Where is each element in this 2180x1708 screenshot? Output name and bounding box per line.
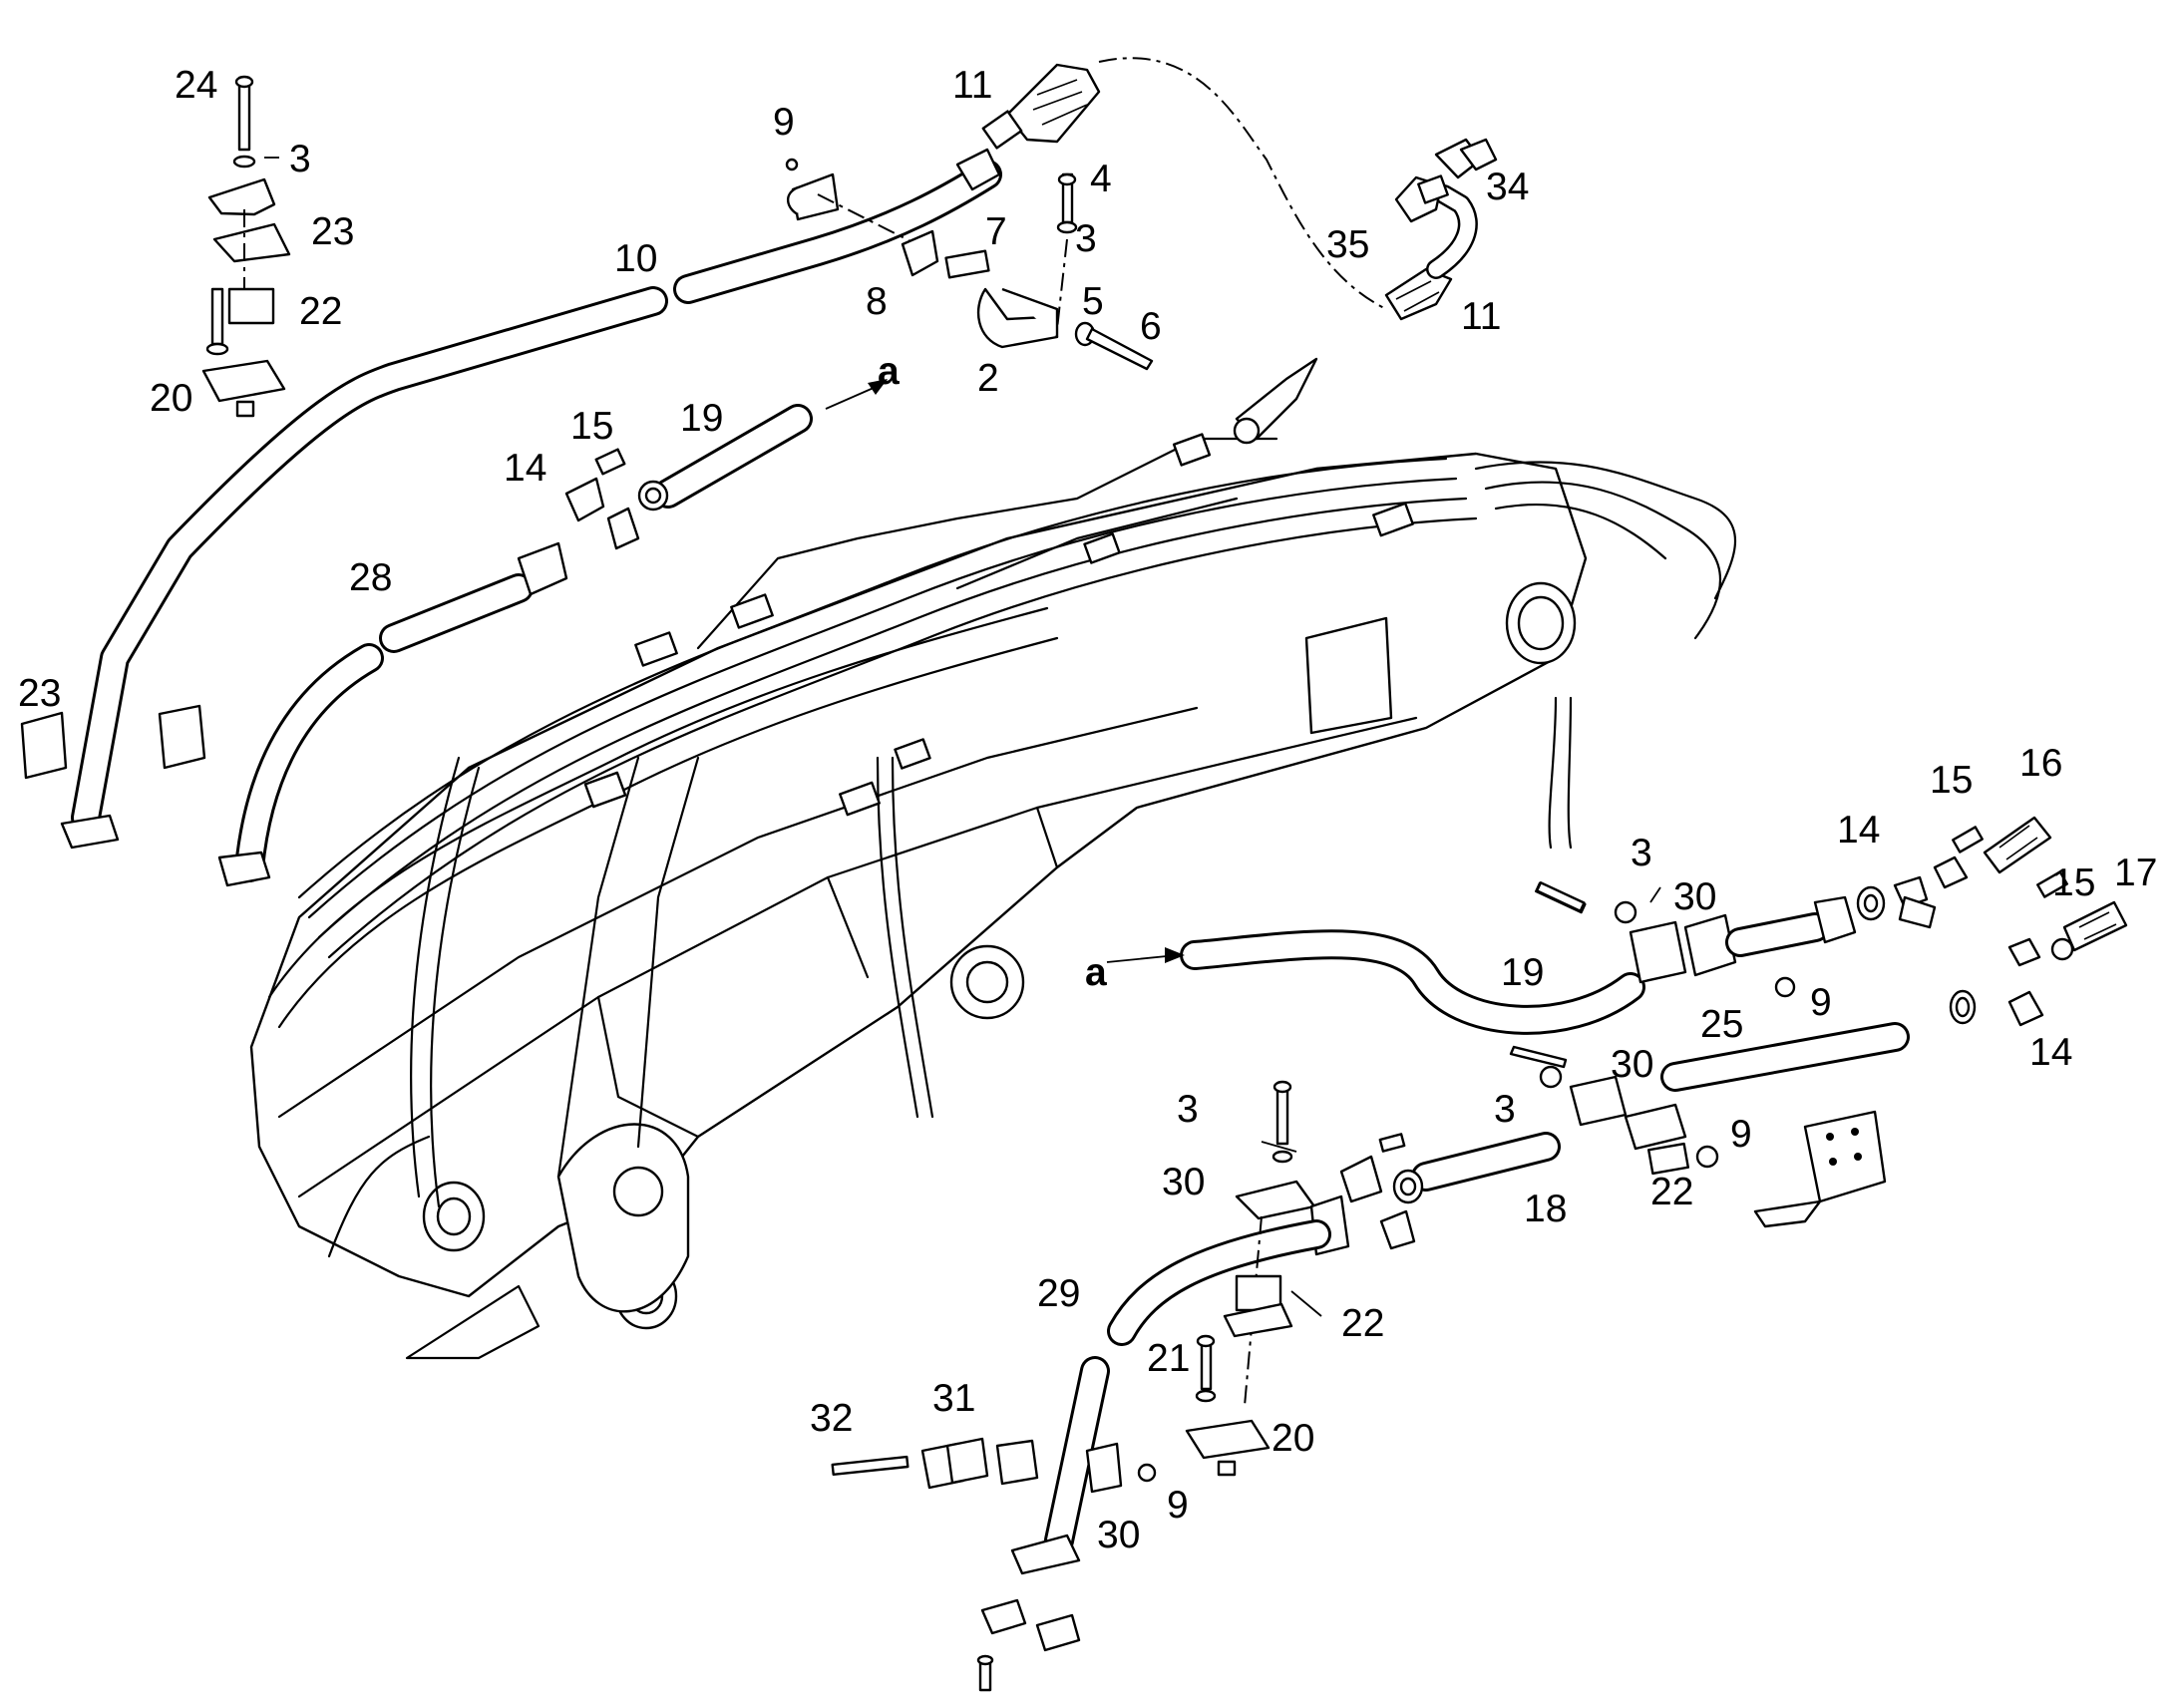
callout-30: 30 [1097, 1514, 1140, 1556]
callout-22: 22 [1650, 1171, 1693, 1213]
callout-5: 5 [1082, 280, 1104, 323]
pipe-29-lower [976, 1356, 1110, 1692]
callout-6: 6 [1140, 305, 1162, 348]
callout-3: 3 [289, 138, 311, 180]
boom-assembly [249, 357, 1736, 1360]
callout-35: 35 [1326, 223, 1369, 266]
callout-8: 8 [866, 280, 888, 323]
callout-14: 14 [2029, 1031, 2072, 1074]
clamp-23-left [20, 704, 206, 780]
callout-labels: 24 3 23 22 20 10 9 11 7 8 4 3 5 6 2 35 3… [18, 64, 2157, 1556]
callout-31: 31 [932, 1377, 975, 1420]
callout-22: 22 [299, 290, 342, 333]
pipe-19-upper [637, 379, 888, 512]
callout-14: 14 [1837, 809, 1880, 852]
callout-15: 15 [2052, 861, 2095, 904]
callout-29: 29 [1037, 1272, 1080, 1315]
callout-3: 3 [1177, 1088, 1199, 1131]
callout-34: 34 [1486, 166, 1529, 208]
hose-11 [981, 57, 1478, 321]
clamp-14-15-upper [564, 448, 640, 550]
callout-4: 4 [1090, 158, 1112, 200]
callout-10: 10 [614, 237, 657, 280]
callout-9: 9 [773, 101, 795, 144]
bracket-group-top-center [785, 158, 1154, 371]
callout-20: 20 [1272, 1417, 1314, 1460]
bolt-3-right [1509, 881, 1628, 1127]
callout-21: 21 [1147, 1337, 1190, 1380]
callout-22: 22 [1341, 1302, 1384, 1345]
callout-7: 7 [985, 210, 1007, 253]
callout-24: 24 [175, 64, 217, 107]
callout-30: 30 [1162, 1161, 1205, 1203]
callout-16: 16 [2019, 742, 2062, 785]
callout-9: 9 [1810, 981, 1832, 1024]
callout-2: 2 [977, 357, 999, 400]
pipe-19-lower [1106, 929, 1645, 1035]
lower-center-stack [1107, 1080, 1416, 1477]
callout-30: 30 [1611, 1043, 1653, 1086]
callout-3: 3 [1075, 217, 1097, 260]
pipe-18 [1392, 1022, 1910, 1228]
callout-17: 17 [2114, 852, 2157, 894]
leader-lines [264, 157, 1661, 1317]
callout-19: 19 [680, 397, 723, 440]
callout-14: 14 [504, 447, 546, 490]
fittings-34-35 [1394, 138, 1498, 223]
fittings-right-17 [1949, 870, 2128, 1027]
callout-15: 15 [1930, 759, 1973, 802]
callout-20: 20 [150, 377, 192, 420]
fittings-upper-right [1535, 816, 2052, 998]
callout-19: 19 [1501, 951, 1544, 994]
callout-a: a [1085, 951, 1107, 994]
lower-left-clamp-group [831, 1437, 1157, 1494]
callout-25: 25 [1700, 1003, 1743, 1046]
pipe-10 [60, 148, 1002, 850]
callout-3: 3 [1631, 832, 1652, 874]
callout-23: 23 [18, 672, 61, 715]
callout-9: 9 [1730, 1113, 1752, 1156]
callout-15: 15 [570, 405, 613, 448]
callout-9: 9 [1167, 1484, 1189, 1527]
callout-32: 32 [810, 1397, 853, 1440]
pipe-28 [217, 541, 568, 887]
callout-11: 11 [952, 64, 993, 107]
callout-30: 30 [1673, 875, 1716, 918]
callout-3: 3 [1494, 1088, 1516, 1131]
callout-11: 11 [1461, 295, 1502, 338]
upper-left-clamp-stack [201, 75, 291, 418]
callout-28: 28 [349, 556, 392, 599]
callout-18: 18 [1524, 1188, 1567, 1230]
callout-23: 23 [311, 210, 354, 253]
callout-a: a [878, 350, 900, 393]
